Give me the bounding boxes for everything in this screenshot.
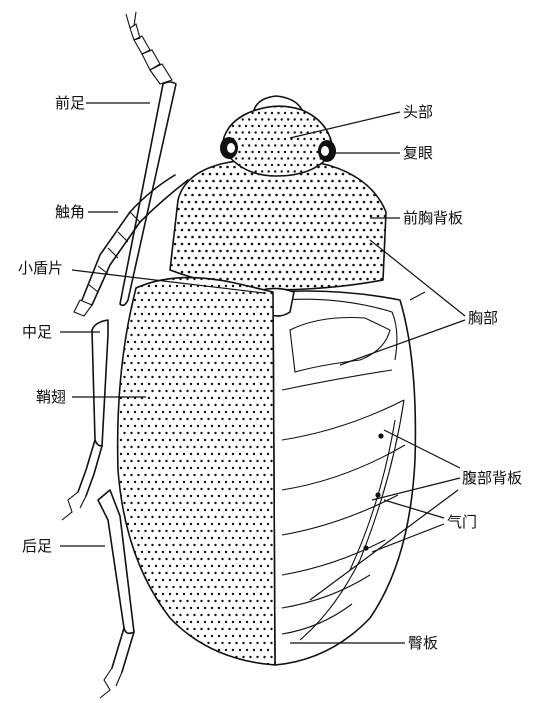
abdomen	[273, 291, 415, 665]
midleg	[62, 320, 108, 520]
foreleg	[120, 12, 176, 305]
label-pygidium: 臀板	[408, 634, 438, 652]
elytron	[113, 271, 276, 665]
label-elytron: 鞘翅	[36, 388, 66, 406]
label-compound-eye: 复眼	[403, 144, 433, 162]
compound-eye-left	[220, 137, 238, 159]
label-antenna: 触角	[55, 203, 85, 221]
label-foreleg: 前足	[55, 94, 85, 112]
label-pronotum: 前胸背板	[403, 209, 463, 227]
spiracle-3	[363, 545, 368, 550]
label-thorax: 胸部	[468, 309, 498, 327]
label-midleg: 中足	[22, 323, 52, 341]
right-midleg-stub	[410, 292, 425, 300]
spiracle-1	[378, 433, 383, 438]
label-scutellum: 小盾片	[18, 259, 63, 277]
label-hindleg: 后足	[22, 537, 52, 555]
label-head: 头部	[403, 103, 433, 121]
label-spiracle: 气门	[447, 513, 477, 531]
compound-eye-right	[318, 140, 336, 162]
pronotum	[167, 158, 390, 290]
label-abdominal-tergites: 腹部背板	[462, 469, 522, 487]
spiracle-2	[375, 492, 380, 497]
